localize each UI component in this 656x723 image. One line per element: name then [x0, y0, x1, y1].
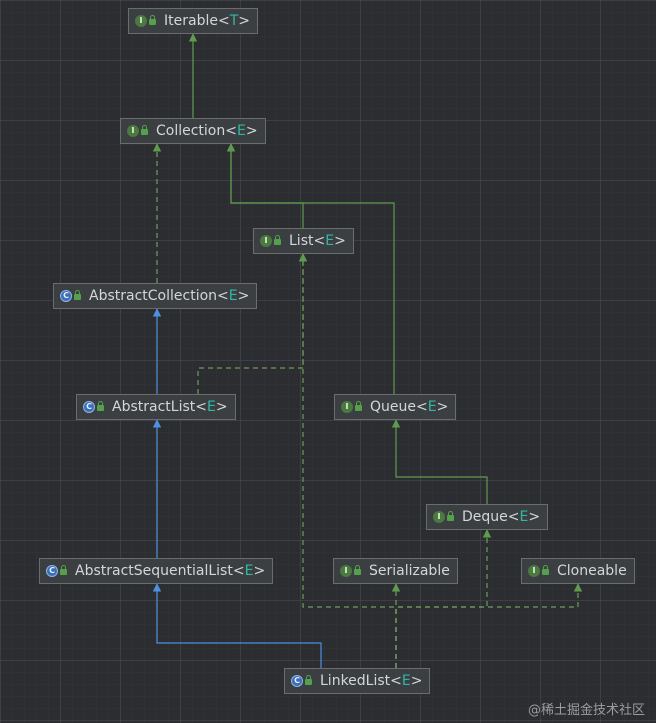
public-visibility-icon: [149, 15, 156, 25]
type-open-bracket: <: [390, 673, 402, 689]
type-close-bracket: >: [528, 509, 541, 525]
type-close-bracket: >: [245, 123, 258, 139]
public-visibility-icon: [542, 565, 549, 575]
node-name: Serializable: [369, 563, 450, 579]
node-name: LinkedList: [320, 673, 391, 689]
node-name: Iterable: [164, 13, 218, 29]
edge-linked-list-to-deque: [395, 529, 492, 668]
type-parameter: E: [401, 673, 411, 689]
public-visibility-icon: [74, 290, 81, 300]
public-visibility-icon: [355, 401, 362, 411]
public-visibility-icon: [274, 235, 281, 245]
type-parameter: E: [244, 563, 254, 579]
node-linked-list[interactable]: C LinkedList<E>: [284, 668, 431, 694]
type-parameter: E: [325, 233, 335, 249]
interface-icon: I: [135, 15, 147, 27]
public-visibility-icon: [305, 675, 312, 685]
public-visibility-icon: [141, 125, 148, 135]
node-serializable[interactable]: I Serializable: [333, 558, 458, 584]
type-parameter: T: [229, 13, 239, 29]
class-icon: C: [291, 675, 303, 687]
type-open-bracket: <: [195, 399, 207, 415]
public-visibility-icon: [97, 401, 104, 411]
type-open-bracket: <: [507, 509, 520, 525]
interface-icon: I: [340, 565, 352, 577]
type-parameter: E: [236, 123, 246, 139]
node-name: Queue: [370, 399, 416, 415]
type-close-bracket: >: [238, 13, 250, 29]
node-name: AbstractCollection: [89, 288, 218, 304]
edge-abstract-list-to-list: [197, 253, 308, 394]
interface-icon: I: [341, 401, 353, 413]
node-queue[interactable]: I Queue<E>: [334, 394, 457, 420]
edge-queue-to-collection: [226, 143, 395, 394]
type-parameter: E: [206, 399, 216, 415]
abstract-class-icon: C: [46, 565, 58, 577]
node-abstract-list[interactable]: C AbstractList<E>: [76, 394, 236, 420]
edge-linked-list-to-cloneable: [395, 583, 583, 668]
type-parameter: E: [427, 399, 437, 415]
edge-deque-to-queue: [391, 419, 488, 504]
type-parameter: E: [228, 288, 238, 304]
interface-icon: I: [260, 235, 272, 247]
type-open-bracket: <: [416, 399, 428, 415]
node-name: List: [289, 233, 314, 249]
type-close-bracket: >: [334, 233, 346, 249]
type-close-bracket: >: [237, 288, 250, 304]
node-abstract-collection[interactable]: C AbstractCollection<E>: [53, 283, 258, 309]
public-visibility-icon: [354, 565, 361, 575]
node-name: AbstractList: [112, 399, 196, 415]
edge-list-to-collection: [226, 143, 304, 228]
node-name: Collection: [156, 123, 226, 139]
interface-icon: I: [528, 565, 540, 577]
type-open-bracket: <: [217, 288, 229, 304]
type-close-bracket: >: [410, 673, 423, 689]
node-name: Cloneable: [557, 563, 627, 579]
edge-linked-list-to-list: [298, 253, 397, 668]
interface-icon: I: [433, 511, 445, 523]
node-list[interactable]: I List<E>: [253, 228, 354, 254]
abstract-class-icon: C: [83, 401, 95, 413]
interface-icon: I: [127, 125, 139, 137]
node-name: AbstractSequentialList: [75, 563, 233, 579]
node-collection[interactable]: I Collection<E>: [120, 118, 266, 144]
type-open-bracket: <: [232, 563, 245, 579]
watermark: @稀土掘金技术社区: [528, 703, 646, 718]
node-cloneable[interactable]: I Cloneable: [521, 558, 635, 584]
edge-linked-list-to-abstract-sequential-list: [152, 583, 322, 668]
public-visibility-icon: [447, 511, 454, 521]
type-open-bracket: <: [313, 233, 326, 249]
node-name: Deque: [462, 509, 508, 525]
type-open-bracket: <: [225, 123, 237, 139]
abstract-class-icon: C: [60, 290, 72, 302]
public-visibility-icon: [60, 565, 67, 575]
node-iterable[interactable]: I Iterable<T>: [128, 8, 258, 34]
type-parameter: E: [519, 509, 529, 525]
node-deque[interactable]: I Deque<E>: [426, 504, 549, 530]
type-close-bracket: >: [436, 399, 449, 415]
type-close-bracket: >: [215, 399, 228, 415]
node-abstract-sequential-list[interactable]: C AbstractSequentialList<E>: [39, 558, 274, 584]
type-open-bracket: <: [217, 13, 230, 29]
type-close-bracket: >: [253, 563, 266, 579]
